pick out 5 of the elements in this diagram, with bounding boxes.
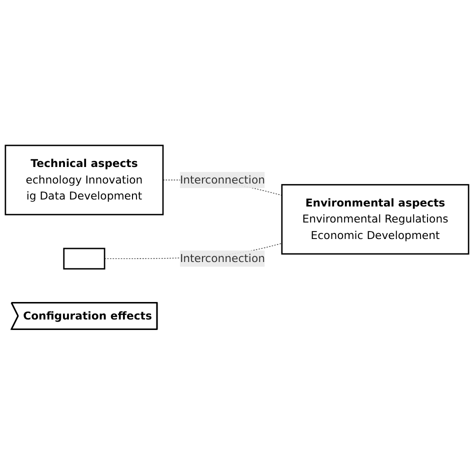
edge-label: Interconnection	[180, 252, 265, 264]
node-box: Environmental aspects Environmental Regulations Economic Development	[281, 184, 470, 254]
node-box	[63, 248, 106, 270]
edge-label: Interconnection	[180, 172, 265, 186]
node-box: Technical aspects echnology Innovation ig Data Development	[4, 144, 164, 215]
